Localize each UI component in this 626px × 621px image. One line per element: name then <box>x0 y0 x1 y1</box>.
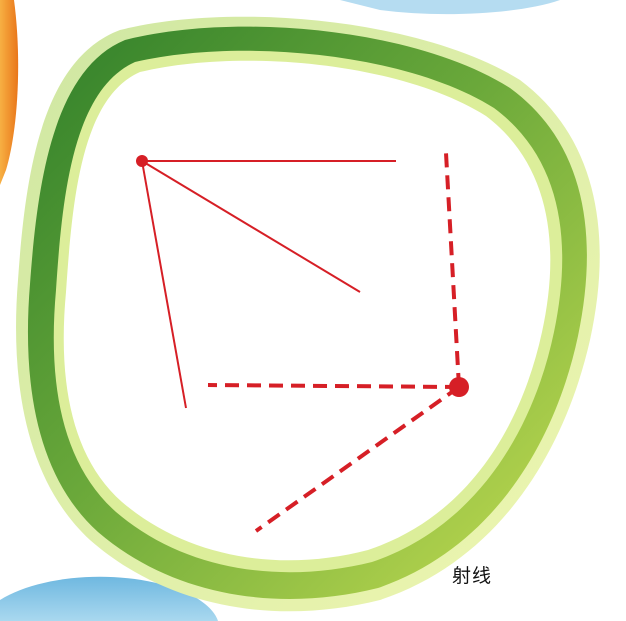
orange-corner-shape <box>0 0 18 185</box>
dashed-ray-endpoint <box>449 377 469 397</box>
caption-ray-label: 射线 <box>452 561 492 588</box>
blue-corner-shape-top <box>340 0 560 14</box>
solid-ray-endpoint <box>136 155 148 167</box>
